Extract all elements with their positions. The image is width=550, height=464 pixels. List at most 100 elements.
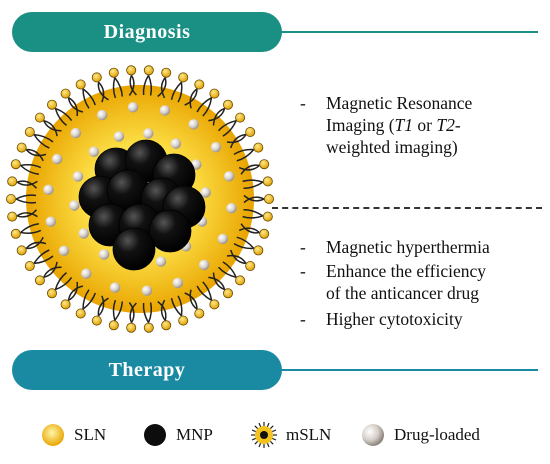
lipid-molecule: [34, 112, 62, 137]
lipid-head: [47, 288, 58, 299]
msln-spike: [254, 425, 259, 430]
lipid-tail: [43, 266, 62, 278]
drug-molecule: [155, 256, 167, 267]
lipid-molecule: [60, 281, 84, 310]
lipid-tail: [43, 261, 58, 279]
lipid-molecule: [238, 159, 270, 175]
lipid-molecule: [75, 79, 97, 109]
lipid-head: [235, 275, 246, 286]
lipid-tail: [16, 209, 38, 218]
lipid-tail: [160, 299, 166, 321]
lipid-tail: [242, 179, 264, 183]
lipid-tail: [128, 302, 135, 324]
lipid-molecule: [217, 261, 246, 286]
lipid-molecule: [157, 299, 172, 331]
lipid-head: [222, 288, 233, 299]
lipid-tail: [67, 97, 84, 113]
lipid-molecule: [7, 176, 38, 189]
lipid-molecule: [184, 289, 205, 319]
drug-icon: [362, 424, 384, 446]
lipid-tail: [157, 300, 167, 321]
lipid-tail: [20, 164, 42, 169]
legend-item-mnp: MNP: [142, 420, 213, 450]
lipid-head: [245, 260, 256, 271]
drug-molecule: [224, 171, 235, 182]
lipid-head: [24, 260, 35, 271]
lipid-head: [34, 112, 45, 123]
lipid-molecule: [10, 159, 42, 176]
lipid-head: [34, 275, 45, 286]
msln-spike: [272, 429, 277, 433]
msln-spike: [258, 422, 262, 427]
lipid-tail: [243, 194, 265, 202]
lipid-shell: [6, 65, 274, 333]
lipid-molecule: [233, 142, 264, 162]
lipid-head: [253, 245, 264, 256]
msln-particle-diagram: [6, 65, 274, 333]
lipid-tail: [68, 281, 79, 301]
therapy-item-line: Higher cytotoxicity: [326, 309, 463, 329]
lipid-head: [60, 299, 71, 310]
t2-label: T2: [436, 115, 455, 135]
drug-molecule: [172, 277, 183, 289]
lipid-tail: [54, 272, 67, 290]
lipid-head: [263, 193, 274, 204]
lipid-head: [126, 65, 137, 76]
lipid-head: [235, 112, 246, 123]
lipid-tail: [20, 222, 39, 234]
lipid-head: [222, 99, 233, 110]
lipid-tail: [33, 134, 50, 149]
diagnosis-item-line: Imaging (T1 or T2-: [326, 114, 461, 136]
lipid-molecule: [16, 142, 47, 162]
lipid-tail: [67, 285, 84, 301]
lipid-tail: [238, 227, 260, 234]
lipid-tail: [160, 77, 166, 99]
lipid-tail: [233, 242, 254, 250]
msln-spike: [269, 440, 274, 445]
lipid-tail: [177, 295, 183, 316]
lipid-molecule: [226, 249, 256, 271]
lipid-tail: [129, 302, 137, 323]
lipid-molecule: [196, 281, 220, 310]
lipid-tail: [55, 107, 73, 122]
lipid-tail: [222, 120, 237, 137]
therapy-item-line: Enhance the efficiency: [326, 261, 487, 281]
drug-molecule: [97, 109, 108, 121]
therapy-item-efficiency: - Enhance the efficiency of the anticanc…: [300, 260, 540, 304]
lipid-tail: [208, 108, 226, 122]
legend-item-drug: Drug-loaded: [360, 420, 480, 450]
diagnosis-banner: Diagnosis: [12, 12, 282, 52]
lipid-tail: [226, 254, 247, 264]
sln-icon: [42, 424, 64, 446]
lipid-head: [178, 315, 189, 326]
lipid-tail: [54, 108, 67, 126]
diagnosis-divider: [280, 31, 538, 33]
lipid-molecule: [108, 67, 124, 99]
lipid-head: [6, 193, 16, 204]
lipid-head: [194, 308, 205, 319]
drug-molecule: [43, 184, 54, 195]
lipid-tail: [196, 285, 212, 301]
lipid-molecule: [142, 302, 154, 333]
lipid-tail: [43, 119, 58, 137]
lipid-molecule: [24, 249, 54, 271]
lipid-head: [209, 299, 220, 310]
lipid-tail: [112, 77, 117, 99]
section-separator: [272, 207, 542, 209]
lipid-tail: [243, 196, 265, 204]
lipid-head: [259, 228, 270, 239]
therapy-item-line: of the anticancer drug: [326, 283, 480, 303]
lipid-molecule: [142, 65, 154, 96]
lipid-head: [108, 320, 119, 331]
lipid-head: [126, 322, 137, 333]
msln-spike: [254, 440, 259, 445]
text-fragment: -: [454, 115, 461, 135]
lipid-head: [16, 245, 27, 256]
lipid-tail: [15, 198, 37, 204]
lipid-tail: [114, 77, 124, 97]
lipid-tail: [189, 88, 198, 109]
lipid-tail: [147, 75, 153, 96]
lipid-tail: [26, 236, 44, 250]
lipid-molecule: [108, 299, 124, 331]
lipid-head: [143, 322, 154, 333]
